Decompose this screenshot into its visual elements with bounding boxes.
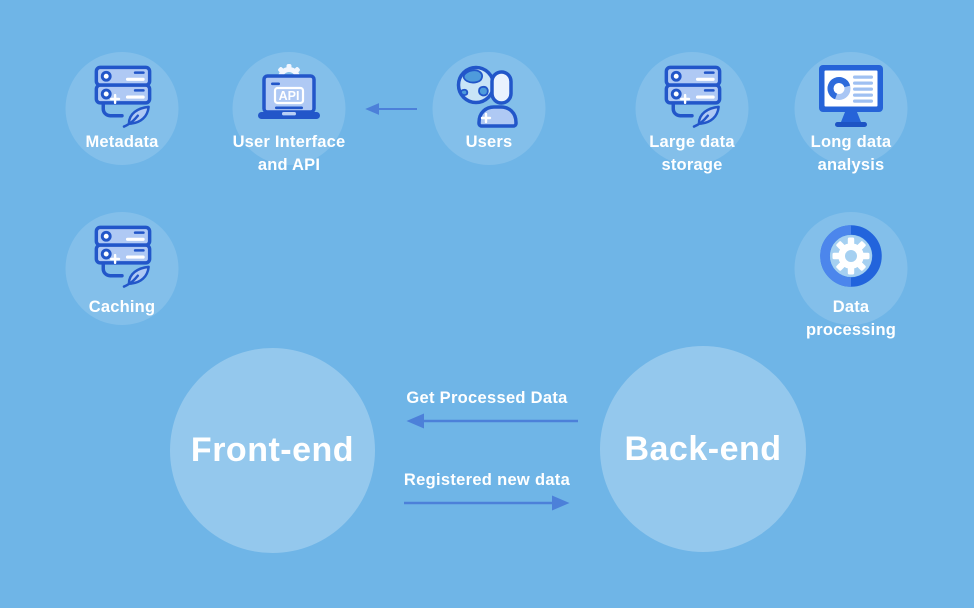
node-label-text: Users — [465, 133, 513, 151]
hub-backend-label: Back-end — [624, 429, 782, 468]
server-leaf-icon — [655, 62, 730, 128]
hub-frontend: Front-end — [170, 348, 375, 553]
node-label: Data processing — [766, 296, 936, 342]
globe-person-icon — [451, 62, 527, 128]
node-label: User Interface and API — [204, 131, 374, 177]
hub-backend: Back-end — [600, 346, 806, 552]
node-label-text: analysis — [817, 156, 885, 174]
node-caching: Caching — [37, 212, 207, 372]
node-long-data-analysis: Long data analysis — [766, 52, 936, 212]
server-leaf-icon — [85, 222, 160, 288]
node-label-text: User Interface — [232, 133, 346, 151]
node-large-data-storage: Large data storage — [607, 52, 777, 212]
server-leaf-icon — [85, 62, 160, 128]
hub-frontend-label: Front-end — [190, 431, 355, 469]
node-label-text: Data — [832, 298, 870, 316]
node-label-text: Caching — [88, 298, 156, 316]
node-data-processing: Data processing — [766, 212, 936, 372]
node-label: Long data analysis — [766, 131, 936, 177]
gear-ring-icon — [819, 224, 883, 288]
node-label-text: Long data — [810, 133, 892, 151]
flow-label-get-processed-data: Get Processed Data — [406, 389, 568, 407]
laptop-api-icon: API — [251, 62, 327, 128]
node-user-interface-api: API User Interface and API — [204, 52, 374, 212]
node-label: Large data storage — [607, 131, 777, 177]
node-label: Users — [404, 131, 574, 154]
node-users: Users — [404, 52, 574, 212]
node-label: Caching — [37, 296, 207, 319]
node-label-text: Large data — [649, 133, 735, 151]
node-label-text: storage — [661, 156, 723, 174]
node-label-text: Metadata — [85, 133, 159, 151]
node-label-text: and API — [257, 156, 321, 174]
node-metadata: Metadata — [37, 52, 207, 212]
node-label: Metadata — [37, 131, 207, 154]
monitor-chart-icon — [815, 62, 887, 128]
flow-label-registered-new-data: Registered new data — [403, 471, 571, 489]
node-label-text: processing — [805, 321, 897, 339]
api-icon-text: API — [279, 89, 300, 103]
